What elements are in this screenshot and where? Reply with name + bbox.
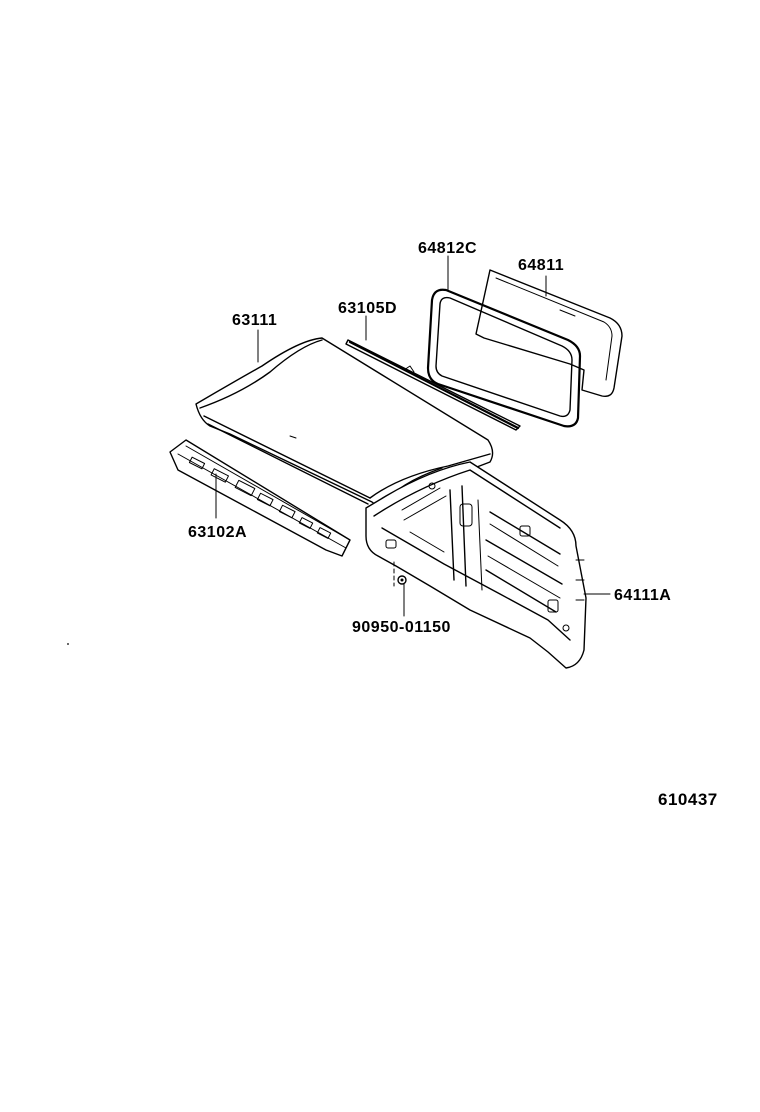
label-front-roof-header: 63102A (188, 524, 247, 541)
back-window-weatherstrip[interactable] (426, 288, 582, 428)
label-back-window-weatherstrip: 64812C (418, 240, 477, 257)
front-roof-header[interactable] (169, 439, 351, 557)
label-back-window-glass: 64811 (518, 257, 564, 274)
leader-lines (67, 255, 611, 645)
label-back-panel: 64111A (614, 587, 671, 604)
label-roof-panel: 63111 (232, 312, 277, 329)
figure-reference-number: 610437 (658, 790, 718, 809)
back-panel[interactable] (365, 461, 587, 669)
label-roof-header-seal: 63105D (338, 300, 397, 317)
plug[interactable] (393, 561, 407, 587)
label-plug: 90950-01150 (352, 619, 451, 636)
roof-panel[interactable] (195, 337, 494, 509)
roof-header-seal[interactable] (345, 339, 521, 431)
